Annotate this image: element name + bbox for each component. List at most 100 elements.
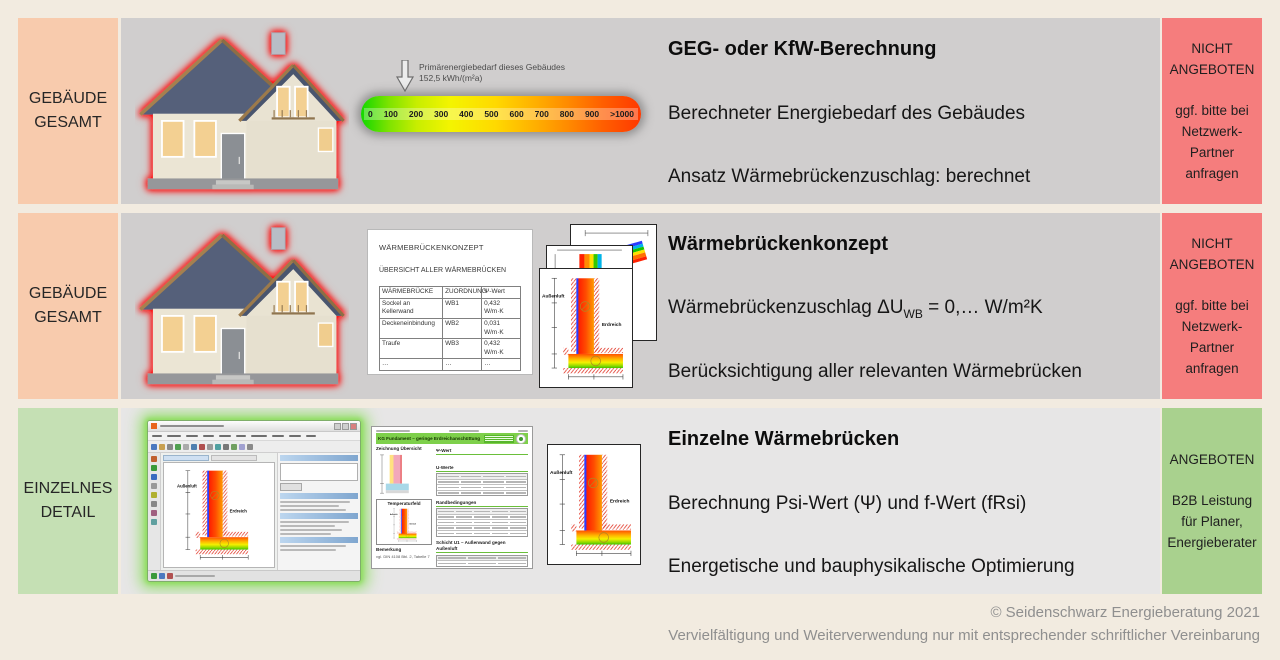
row3-title: Einzelne Wärmebrücken — [668, 428, 900, 450]
software-body — [148, 453, 360, 570]
tick-1000: >1000 — [610, 109, 634, 119]
tab-inactive — [211, 455, 257, 461]
mini-table — [436, 554, 528, 567]
cell: WB3 — [442, 338, 483, 360]
tool-icon — [239, 443, 245, 450]
section-drawing-title: Zeichnung Übersicht — [376, 446, 422, 451]
th-psi-wert: Ψ-Wert — [481, 286, 521, 299]
note-line: Partner — [1189, 145, 1235, 160]
row1-status-note: ggf. bitte bei Netzwerk- Partner anfrage… — [1175, 100, 1249, 184]
row-single-detail: EINZELNES DETAIL — [18, 408, 1262, 594]
panel-row — [280, 533, 331, 535]
row1-content: Primärenergiebedarf dieses Gebäudes 152,… — [121, 18, 1160, 204]
maximize-icon — [342, 422, 349, 430]
menu-item-placeholder — [272, 434, 284, 438]
row3-status-note: B2B Leistung für Planer, Energieberater — [1167, 490, 1256, 553]
panel-row — [280, 525, 335, 527]
section-bemerkung-title: Bemerkung — [376, 547, 402, 552]
tick-600: 600 — [509, 109, 524, 119]
note-line: Netzwerk- — [1181, 319, 1243, 334]
menu-item-placeholder — [306, 434, 316, 438]
note-line: Energieberater — [1167, 535, 1257, 550]
row2-content: WÄRMEBRÜCKENKONZEPT ÜBERSICHT ALLER WÄRM… — [121, 213, 1160, 399]
table-row: Sockel an Kellerwand WB1 0,432 W/m·K — [378, 297, 521, 319]
palette-icon — [151, 474, 157, 480]
thermal-detail-drawing — [177, 470, 249, 561]
panel-row — [280, 529, 343, 531]
footer: © Seidenschwarz Energieberatung 2021 Ver… — [668, 601, 1260, 647]
meta-placeholder — [376, 430, 410, 432]
status-icon — [151, 573, 157, 579]
energy-scale: Primärenergiebedarf dieses Gebäudes 152,… — [361, 58, 641, 132]
menu-item-placeholder — [152, 434, 162, 438]
row2-line3: Berücksichtigung aller relevanten Wärmeb… — [668, 360, 1082, 382]
note-line: Partner — [1189, 340, 1235, 355]
cell: … — [442, 358, 483, 372]
mini-table-row — [437, 474, 527, 479]
formula-suffix: = 0,… W/m²K — [922, 296, 1043, 318]
concept-document: WÄRMEBRÜCKENKONZEPT ÜBERSICHT ALLER WÄRM… — [367, 229, 533, 375]
row1-label: GEBÄUDE GESAMT — [18, 18, 118, 204]
row1-status-title: NICHT ANGEBOTEN — [1170, 38, 1255, 80]
tick-400: 400 — [459, 109, 474, 119]
document-tabs — [163, 455, 275, 461]
report-meta — [376, 430, 528, 432]
note-line: Netzwerk- — [1181, 124, 1243, 139]
menu-item-placeholder — [203, 434, 214, 438]
panel-input — [280, 463, 358, 481]
row3-label-line1: EINZELNES — [23, 480, 113, 497]
detail-card-stack: Außenluft Erdreich — [539, 224, 657, 388]
app-icon — [151, 423, 157, 429]
th-zuordnung: ZUORDNUNG — [442, 286, 487, 299]
formula-prefix: Wärmebrückenzuschlag ΔU — [668, 296, 904, 318]
meta-placeholder — [518, 430, 528, 432]
note-line: für Planer, — [1181, 514, 1243, 529]
row2-status-line2: ANGEBOTEN — [1169, 257, 1255, 272]
concept-doc-title: WÄRMEBRÜCKENKONZEPT — [379, 243, 484, 252]
panel-row — [280, 505, 339, 507]
window-title-placeholder — [160, 424, 224, 428]
table-row: Deckeneinbindung WB2 0,031 W/m·K — [378, 317, 521, 340]
panel-row — [280, 549, 337, 551]
energy-scale-band — [364, 108, 638, 120]
mini-table-row — [437, 555, 527, 560]
panel-row — [280, 521, 349, 523]
house-image — [135, 217, 349, 395]
concept-doc-subtitle: ÜBERSICHT ALLER WÄRMEBRÜCKEN — [379, 267, 507, 274]
mini-table-row — [437, 519, 527, 525]
row3-label: EINZELNES DETAIL — [18, 408, 118, 594]
row3-status-line1: ANGEBOTEN — [1169, 452, 1255, 467]
menu-item-placeholder — [289, 434, 301, 438]
drawing-canvas — [163, 462, 275, 568]
panel-row — [280, 509, 347, 511]
note-line: anfragen — [1185, 361, 1239, 376]
tool-icon — [167, 443, 173, 450]
panel-row — [280, 501, 351, 503]
row1-title: GEG- oder KfW-Berechnung — [668, 38, 937, 60]
mini-table-row — [437, 513, 527, 520]
status-bar — [148, 570, 360, 581]
cell: Sockel an Kellerwand — [378, 297, 444, 319]
energy-caption-line1: Primärenergiebedarf dieses Gebäudes — [419, 62, 566, 72]
temperature-field-box: Temperaturfeld — [376, 499, 432, 545]
row2-label-line2: GESAMT — [34, 309, 102, 326]
energy-scale-ticks: 0 100 200 300 400 500 600 700 800 900 >1… — [361, 96, 641, 132]
software-window — [147, 420, 361, 582]
logo-icon — [516, 433, 526, 444]
row1-text-block: GEG- oder KfW-Berechnung Berechneter Ene… — [668, 18, 1150, 204]
row-building-total-1: GEBÄUDE GESAMT Primärenergiebedarf diese… — [18, 18, 1262, 204]
mini-table-row — [437, 509, 527, 514]
menu-item-placeholder — [167, 434, 181, 438]
section-psi-title: Ψ-Wert — [436, 448, 528, 455]
palette-icon — [151, 465, 157, 471]
close-icon — [350, 422, 357, 430]
tool-icon — [175, 443, 181, 450]
palette-icon — [151, 519, 157, 525]
concept-doc-table: WÄRMEBRÜCKE ZUORDNUNG Ψ-Wert Sockel an K… — [378, 286, 521, 372]
report-left-column: Zeichnung Übersicht Temperaturfeld — [376, 446, 432, 565]
tab-active — [163, 455, 209, 461]
row-building-total-2: GEBÄUDE GESAMT WÄRMEBRÜCKENKONZEPT ÜBERS… — [18, 213, 1262, 399]
energy-scale-pointer: Primärenergiebedarf dieses Gebäudes 152,… — [361, 58, 641, 96]
energy-scale-caption: Primärenergiebedarf dieses Gebäudes 152,… — [419, 62, 565, 84]
formula-subscript: WB — [903, 306, 923, 321]
